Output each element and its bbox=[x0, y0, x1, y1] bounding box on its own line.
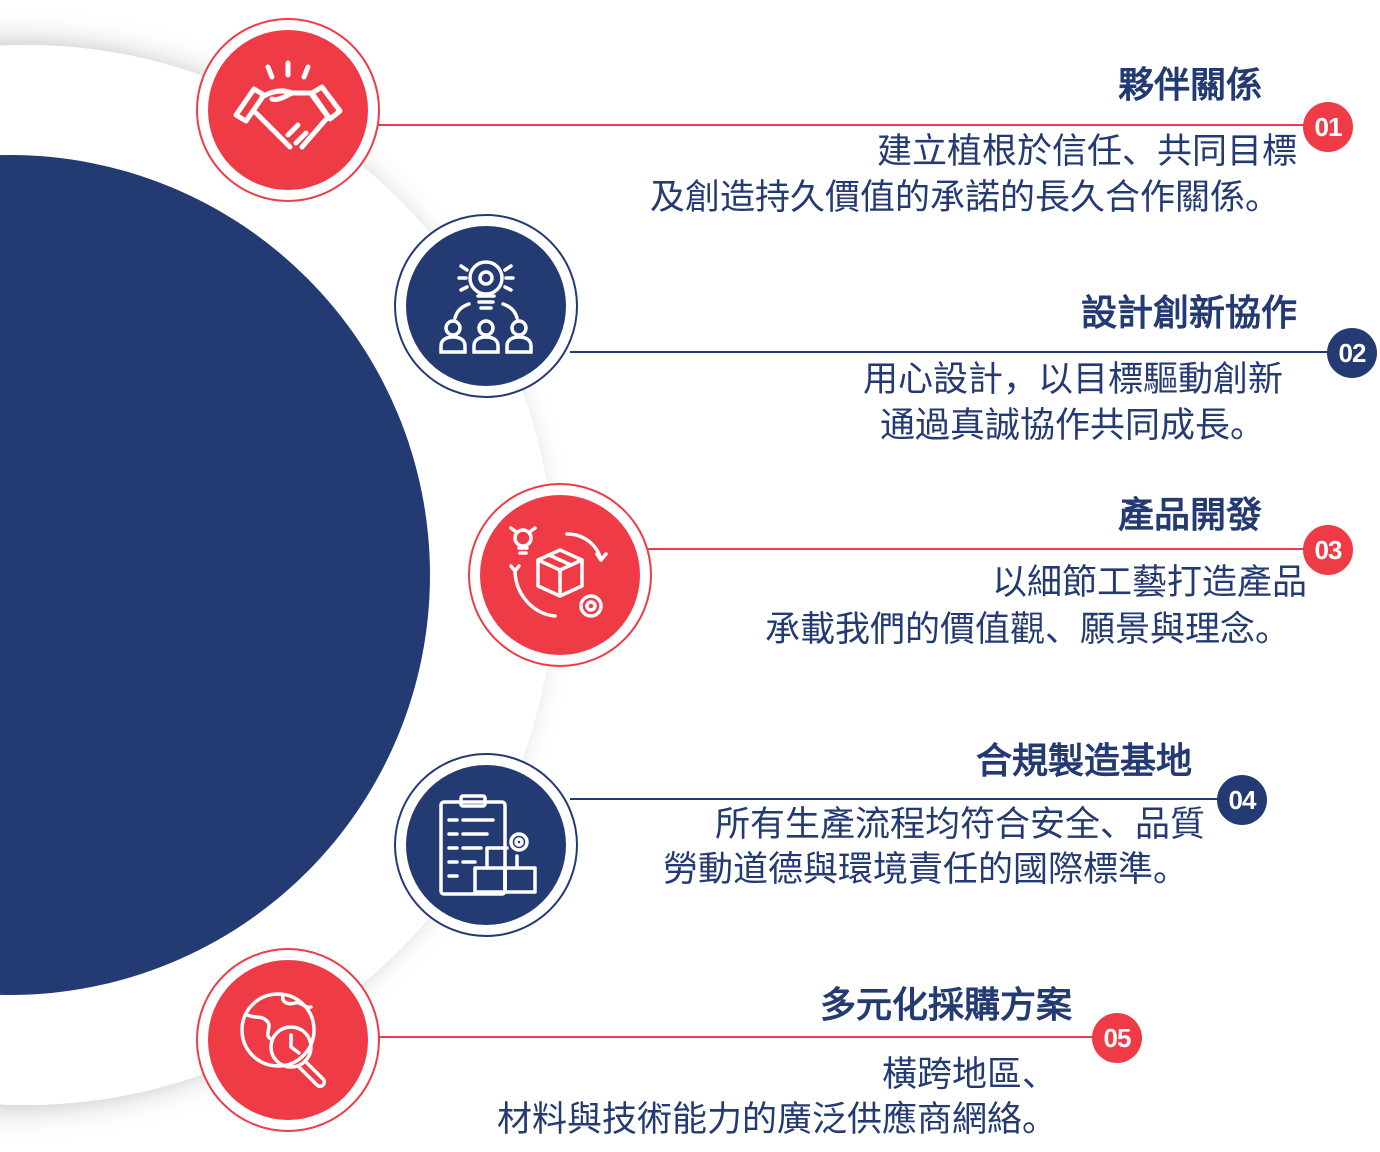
idea-team-icon bbox=[439, 260, 533, 354]
product-box-cycle-icon bbox=[509, 526, 608, 618]
connector-line-2 bbox=[570, 351, 1335, 353]
item-desc-2-line-2: 通過真誠協作共同成長。 bbox=[879, 406, 1265, 446]
icon-circle-5 bbox=[196, 948, 380, 1132]
item-desc-2-line-1: 用心設計，以目標驅動創新 bbox=[862, 360, 1283, 400]
item-desc-4-line-1: 所有生產流程均符合安全、品質 bbox=[714, 805, 1205, 845]
item-badge-5: 05 bbox=[1092, 1013, 1142, 1063]
connector-line-4 bbox=[570, 798, 1220, 800]
item-title-5: 多元化採購方案 bbox=[819, 985, 1072, 1026]
item-desc-3-line-2: 承載我們的價值觀、願景與理念。 bbox=[764, 610, 1290, 650]
compliance-checklist-icon bbox=[439, 794, 537, 896]
connector-line-3 bbox=[645, 548, 1310, 550]
central-circle bbox=[0, 155, 430, 995]
icon-circle-3 bbox=[468, 483, 652, 667]
item-desc-1-line-2: 及創造持久價值的承諾的長久合作關係。 bbox=[649, 178, 1280, 218]
item-desc-5-line-1: 橫跨地區、 bbox=[881, 1055, 1057, 1095]
icon-circle-2 bbox=[394, 214, 578, 398]
item-badge-4: 04 bbox=[1217, 775, 1267, 825]
icon-circle-4 bbox=[394, 753, 578, 937]
item-badge-1: 01 bbox=[1303, 102, 1353, 152]
item-desc-4-line-2: 勞動道德與環境責任的國際標準。 bbox=[662, 850, 1188, 890]
connector-line-1 bbox=[375, 124, 1310, 126]
item-desc-1-line-1: 建立植根於信任、共同目標 bbox=[876, 132, 1297, 172]
item-title-2: 設計創新協作 bbox=[1080, 293, 1297, 334]
item-title-1: 夥伴關係 bbox=[1117, 65, 1262, 106]
handshake-icon bbox=[233, 60, 343, 150]
item-desc-3-line-1: 以細節工藝打造產品 bbox=[991, 563, 1307, 603]
item-badge-2: 02 bbox=[1327, 328, 1377, 378]
item-title-3: 產品開發 bbox=[1117, 495, 1262, 536]
item-title-4: 合規製造基地 bbox=[975, 741, 1192, 782]
icon-circle-1 bbox=[196, 18, 380, 202]
connector-line-5 bbox=[375, 1036, 1095, 1038]
item-desc-5-line-2: 材料與技術能力的廣泛供應商網絡。 bbox=[496, 1100, 1057, 1140]
item-badge-3: 03 bbox=[1303, 525, 1353, 575]
global-search-icon bbox=[240, 992, 326, 1088]
